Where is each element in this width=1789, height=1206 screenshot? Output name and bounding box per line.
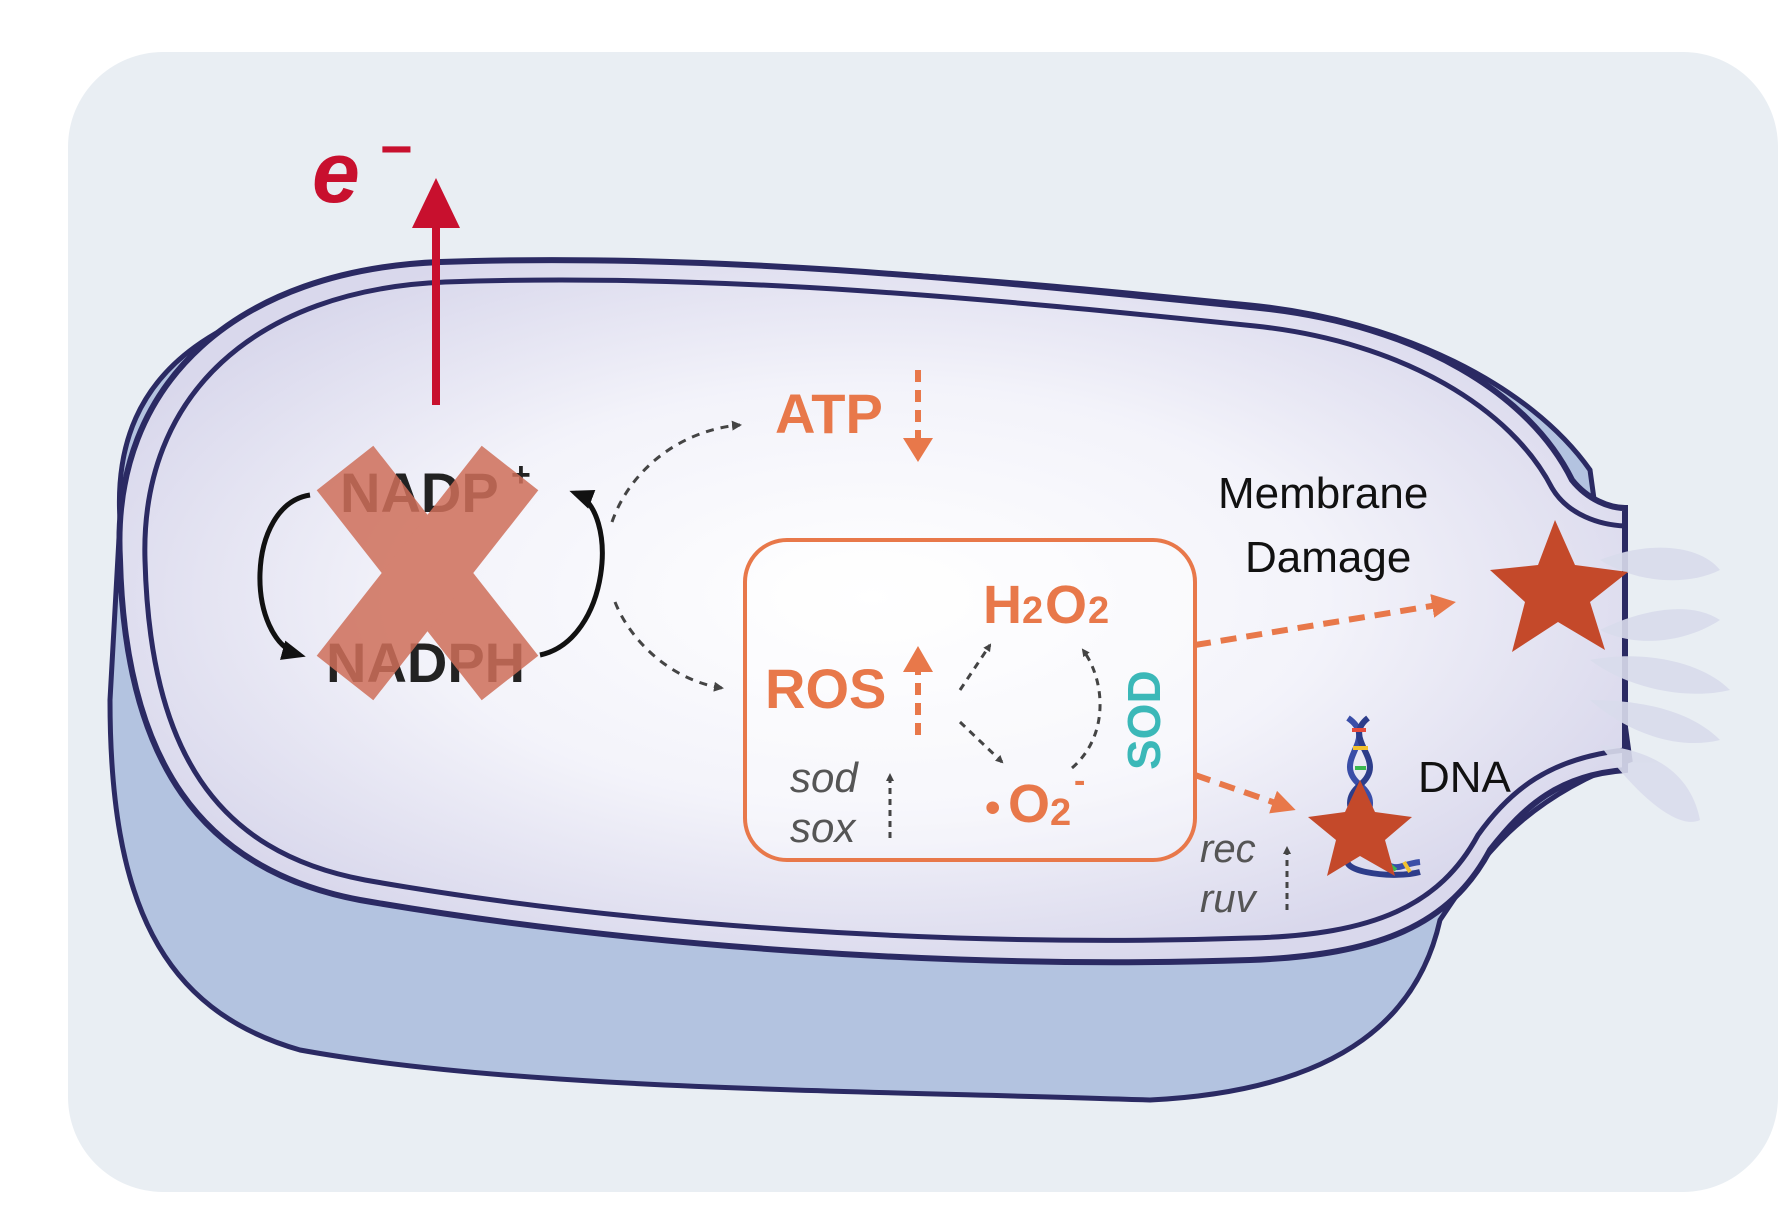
arrow-superoxide-to-h2o2 [1071,648,1102,770]
superoxide-label: • O 2 - [985,762,1085,834]
svg-text:-: - [1074,762,1085,800]
electron-label: e [312,125,360,221]
membrane-damage-line1: Membrane [1218,469,1428,518]
dna-label: DNA [1418,753,1512,802]
rec-gene-label: rec [1200,827,1256,871]
svg-text:O: O [1045,575,1087,635]
nadp-cycle-left-arrow [257,492,311,660]
sod-gene-label: sod [790,754,859,801]
svg-text:2: 2 [1050,792,1071,834]
ruv-gene-label: ruv [1200,877,1258,921]
svg-text:•: • [985,783,1000,832]
arrow-nadp-to-ros [613,601,724,692]
membrane-damage-star [1490,520,1628,652]
electron-charge: − [380,117,413,180]
h2o2-label: H 2 O 2 [983,575,1109,635]
nadp-cycle-right-arrow [539,490,605,658]
arrow-ros-to-dna [1194,772,1296,814]
svg-text:2: 2 [1088,590,1109,632]
ros-box [743,538,1197,862]
atp-label: ATP [775,382,883,445]
ros-increase-arrowhead [903,646,933,672]
membrane-leak-wisps [1590,547,1730,822]
arrow-ros-to-superoxide [958,720,1004,764]
arrow-nadp-to-atp [610,420,742,523]
arrow-ros-to-membrane [1194,594,1456,648]
svg-text:H: H [983,575,1022,635]
svg-text:O: O [1008,774,1050,834]
svg-text:2: 2 [1022,590,1043,632]
inhibition-cross [316,445,539,701]
electron-arrowhead [412,178,460,228]
sod-enzyme-label: SOD [1118,670,1170,770]
sox-gene-label: sox [790,804,857,851]
ros-label: ROS [765,657,886,720]
dna-damage-star [1308,780,1412,876]
membrane-damage-line2: Damage [1245,533,1411,582]
atp-decrease-arrowhead [903,438,933,462]
arrow-ros-to-h2o2 [958,643,992,691]
